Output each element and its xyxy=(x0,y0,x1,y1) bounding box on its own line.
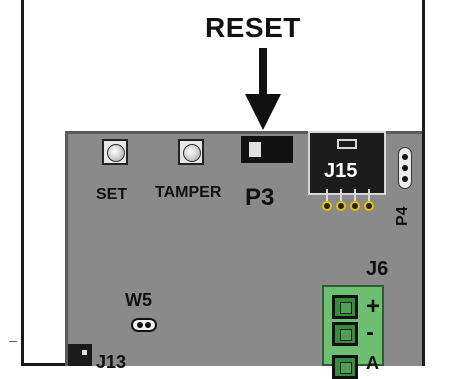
terminal-screw xyxy=(332,355,358,379)
w5-jumper xyxy=(131,318,157,332)
tamper-button-cap xyxy=(183,144,201,162)
pin-lead xyxy=(326,189,328,201)
j6-terminal-block: + - A xyxy=(322,285,384,379)
tamper-label: TAMPER xyxy=(155,184,222,201)
w5-label: W5 xyxy=(125,290,152,310)
pin-pad xyxy=(350,201,360,211)
p3-label: P3 xyxy=(245,184,275,211)
j6-label: J6 xyxy=(366,258,389,280)
switch-knob xyxy=(249,142,261,157)
p4-pin xyxy=(402,176,408,182)
p4-header xyxy=(398,147,412,189)
p3-reset-switch[interactable] xyxy=(241,136,293,163)
terminal-symbol: - xyxy=(366,319,374,346)
terminal-screw xyxy=(332,295,358,319)
j13-label: J13 xyxy=(96,352,127,372)
terminal-symbol: + xyxy=(366,293,381,320)
j15-latch xyxy=(337,139,357,149)
j15-label: J15 xyxy=(324,160,358,182)
w5-pin xyxy=(145,322,151,328)
p4-pin xyxy=(402,165,408,171)
set-button[interactable] xyxy=(102,139,128,165)
reset-arrow xyxy=(245,48,281,130)
terminal-screw xyxy=(332,322,358,346)
pin-pad xyxy=(336,201,346,211)
terminal-symbol: A xyxy=(366,353,379,373)
p4-label: P4 xyxy=(394,206,411,226)
pin-pad xyxy=(364,201,374,211)
j13-pin xyxy=(82,350,87,355)
j15-pins xyxy=(319,189,383,217)
pin-lead xyxy=(368,189,370,201)
w5-pin xyxy=(137,322,143,328)
j15-connector: J15 xyxy=(308,131,386,195)
edge-mark xyxy=(9,341,17,342)
pin-lead xyxy=(340,189,342,201)
pin-lead xyxy=(354,189,356,201)
j13-connector xyxy=(68,344,92,366)
p4-pin xyxy=(402,154,408,160)
set-label: SET xyxy=(96,186,128,203)
reset-title: RESET xyxy=(205,12,301,43)
tamper-button[interactable] xyxy=(178,139,204,165)
set-button-cap xyxy=(107,144,125,162)
pin-pad xyxy=(322,201,332,211)
